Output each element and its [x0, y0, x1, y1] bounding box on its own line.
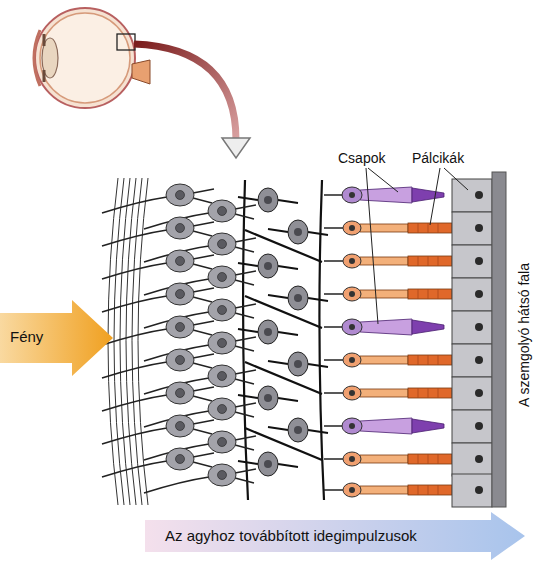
eyeball-back-wall — [492, 172, 506, 507]
rod-cell — [324, 483, 452, 497]
bipolar-cell — [238, 320, 298, 344]
retina-layer — [40, 13, 130, 103]
leader-line — [368, 168, 398, 192]
ganglion-cell — [144, 464, 256, 493]
pigment-epithelium — [452, 179, 492, 507]
arrow-body — [0, 300, 113, 376]
pigment-cell — [452, 344, 492, 377]
bipolar-cell — [268, 418, 328, 442]
rod-cell — [324, 353, 452, 367]
wiring-line — [319, 180, 324, 500]
arrow-label: Fény — [10, 328, 43, 345]
rod-cell — [324, 386, 452, 400]
bipolar-cell — [238, 386, 298, 410]
ganglion-cell — [102, 382, 214, 411]
part-label: Pálcikák — [412, 150, 464, 166]
leader-lines — [366, 168, 468, 324]
horizontal-wiring — [243, 180, 324, 500]
bipolar-cell — [268, 220, 328, 244]
pigment-cell — [452, 474, 492, 507]
iris — [43, 34, 46, 82]
optic-nerve — [132, 60, 150, 84]
fiber-line — [132, 178, 142, 505]
cone-cell — [324, 418, 444, 434]
bipolar-cell — [238, 254, 298, 278]
pigment-cell — [452, 212, 492, 245]
arrow-label: Az agyhoz továbbított idegimpulzusok — [165, 527, 417, 544]
cone-cell — [324, 187, 444, 203]
pigment-cell — [452, 278, 492, 311]
bipolar-cell — [238, 188, 298, 212]
ganglion-cell — [102, 217, 214, 246]
ganglion-cell — [102, 316, 214, 345]
pigment-cell — [452, 245, 492, 278]
leader-line — [366, 168, 378, 324]
rod-cell — [324, 221, 452, 235]
ganglion-cells — [102, 184, 256, 493]
zoom-arrowhead — [222, 138, 250, 158]
pigment-cell — [452, 311, 492, 344]
part-label: Csapok — [338, 150, 385, 166]
fiber-line — [120, 178, 130, 505]
pigment-cell — [452, 443, 492, 476]
rod-cell — [324, 254, 452, 268]
ganglion-cell — [102, 415, 214, 444]
eye-illustration — [34, 8, 150, 108]
eyeball — [35, 8, 135, 108]
bipolar-cell — [268, 352, 328, 376]
ganglion-cell — [102, 283, 214, 312]
bipolar-cells — [238, 188, 328, 476]
bipolar-cell — [238, 452, 298, 476]
rod-cell — [324, 287, 452, 301]
pigment-cell — [452, 377, 492, 410]
fiber-line — [138, 178, 148, 505]
arrow-body — [145, 512, 525, 560]
detail-frame — [117, 34, 135, 50]
cone-cell — [324, 319, 444, 335]
rod-cell — [324, 452, 452, 466]
bipolar-cell — [268, 286, 328, 310]
cornea — [34, 30, 40, 86]
photoreceptors — [324, 187, 452, 497]
zoom-arrow — [134, 44, 236, 140]
ganglion-cell — [102, 349, 214, 378]
ganglion-cell — [102, 184, 214, 213]
pigment-cell — [452, 410, 492, 443]
ganglion-cell — [102, 448, 214, 477]
wall-label: A szemgolyó hátsó fala — [516, 263, 532, 407]
leader-line — [430, 168, 440, 225]
fiber-line — [126, 178, 136, 505]
leader-line — [444, 168, 468, 190]
pigment-cell — [452, 179, 492, 212]
wiring-line — [245, 230, 322, 460]
impulse-arrow: Az agyhoz továbbított idegimpulzusok — [145, 512, 527, 560]
light-arrow: Fény — [0, 300, 114, 376]
ganglion-cell — [102, 250, 214, 279]
